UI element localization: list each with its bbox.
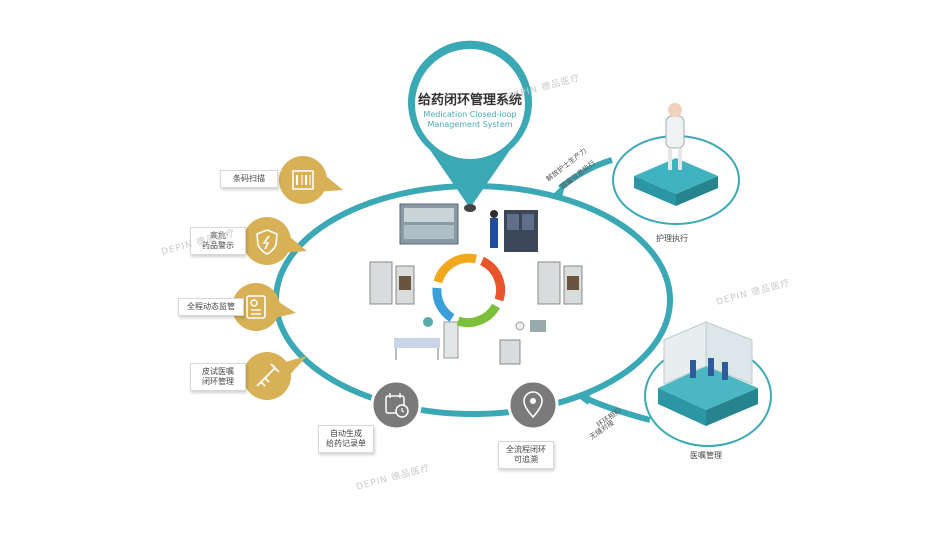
high-risk-line2: 药品警示 [202, 241, 234, 250]
center-pin [407, 40, 532, 212]
high-risk-line1: 高危 [210, 231, 226, 240]
system-subtitle-line1: Medication Closed-loop [423, 110, 517, 119]
center-equipment [369, 203, 583, 365]
traceable-label: 全流程闭环 可追溯 [498, 441, 554, 469]
skin-test-label: 皮试医嘱 闭环管理 [190, 363, 246, 391]
left-feature-nodes [232, 156, 343, 400]
high-risk-alert-label: 高危 药品警示 [190, 227, 246, 255]
closed-loop-ring [273, 183, 673, 417]
auto-record-line1: 自动生成 [330, 429, 362, 438]
system-subtitle-line2: Management System [427, 120, 513, 129]
skin-test-line2: 闭环管理 [202, 377, 234, 386]
auto-record-label: 自动生成 给药记录单 [318, 425, 374, 453]
loop-arrows [432, 253, 506, 328]
traceable-line2: 可追溯 [514, 455, 538, 464]
auto-record-line2: 给药记录单 [326, 439, 366, 448]
orders-arrow [583, 395, 651, 423]
barcode-scan-label: 条码扫描 [220, 170, 278, 188]
dynamic-supervision-label: 全程动态监管 [178, 298, 244, 316]
orders-node [644, 321, 772, 447]
system-title: 给药闭环管理系统 [417, 93, 522, 108]
nursing-node [612, 103, 740, 225]
skin-test-line1: 皮试医嘱 [202, 367, 234, 376]
bottom-feature-nodes [370, 379, 559, 431]
orders-caption: 医嘱管理 [690, 451, 722, 460]
traceable-line1: 全流程闭环 [506, 445, 546, 454]
barcode-scan-text: 条码扫描 [233, 174, 265, 183]
system-subtitle: Medication Closed-loop Management System [405, 110, 535, 130]
nursing-caption: 护理执行 [656, 234, 688, 243]
dynamic-supervision-text: 全程动态监管 [187, 302, 235, 311]
